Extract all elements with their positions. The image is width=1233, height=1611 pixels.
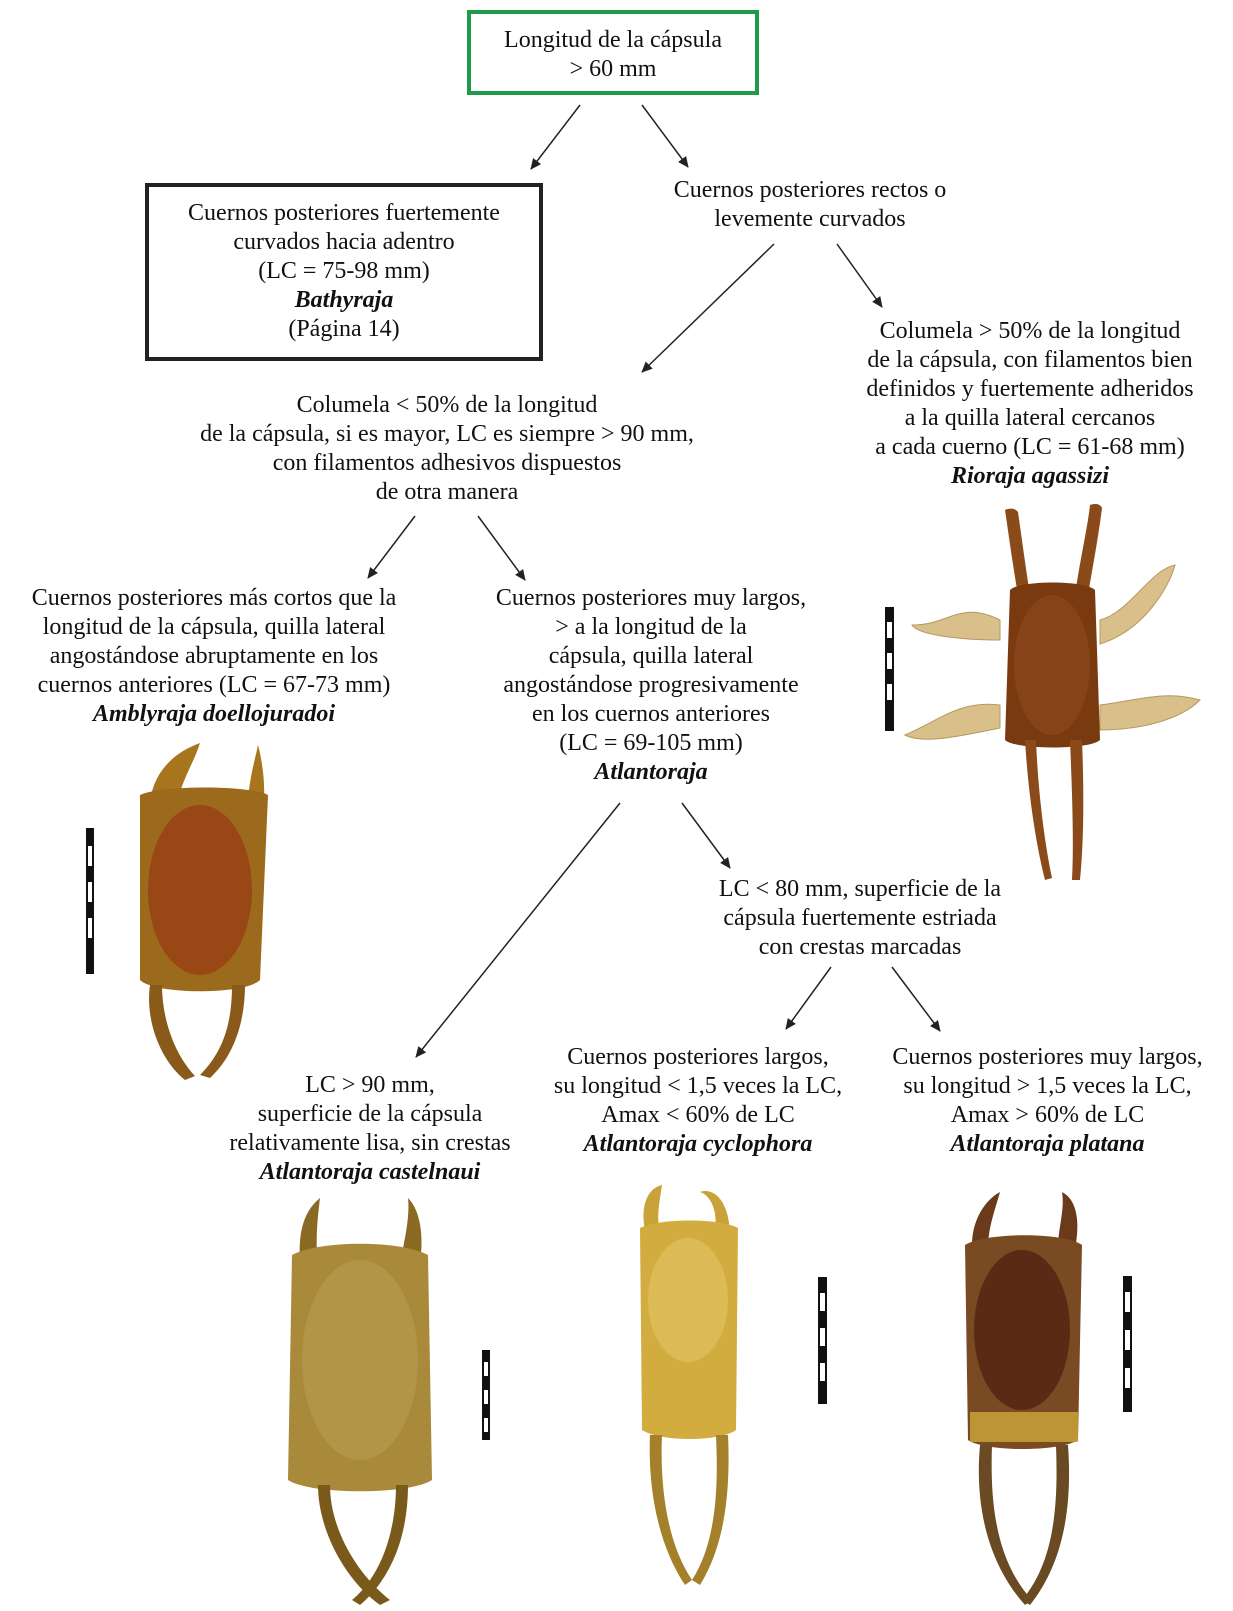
platana-capsule (965, 1192, 1082, 1605)
platana-scale-bar (1123, 1276, 1132, 1412)
